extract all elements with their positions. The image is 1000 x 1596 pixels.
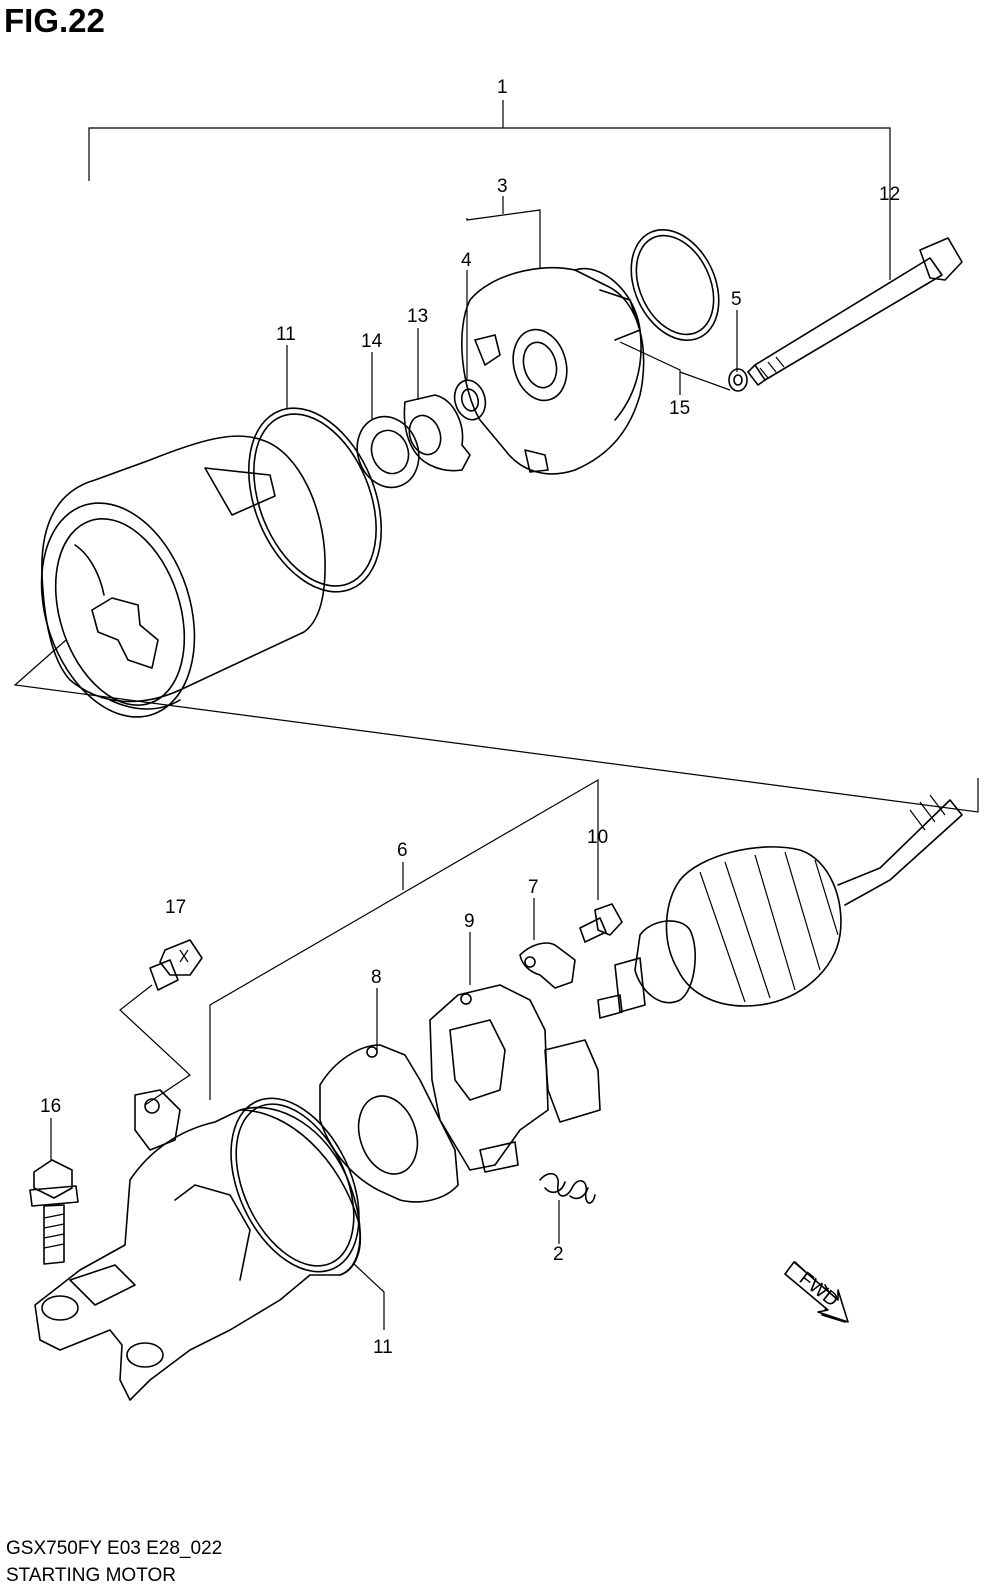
callout-5: 5 [731,289,742,310]
callout-12: 12 [879,184,900,205]
figure-title: FIG.22 [4,2,105,39]
brush-holder-9 [429,984,601,1173]
fwd-arrow-icon: FWD [784,1261,849,1323]
callout-6: 6 [397,840,408,861]
callout-2: 2 [553,1244,564,1265]
bolt-16 [29,1159,79,1265]
o-ring-bottom [230,1097,360,1273]
through-bolt-12 [747,237,963,386]
callout-14: 14 [361,331,383,352]
callout-13: 13 [407,306,428,327]
callout-17: 17 [165,897,186,918]
screw-17 [149,939,203,991]
callout-7: 7 [528,877,539,898]
armature [597,794,963,1019]
callout-1: 1 [497,77,508,98]
callout-16: 16 [40,1096,61,1117]
front-housing [34,1089,362,1401]
brush-plate-8 [319,1044,459,1203]
callout-8: 8 [371,967,382,988]
o-ring-top [247,407,383,593]
end-cover-3 [461,266,645,475]
callout-11-top: 11 [276,324,296,345]
callout-11-bottom: 11 [373,1337,393,1358]
starter-yoke-housing [40,435,326,718]
brush-7 [519,942,576,989]
diagram-name: STARTING MOTOR [6,1565,176,1586]
model-code: GSX750FY E03 E28_022 [6,1538,223,1559]
thrust-plate-13 [403,394,471,472]
callout-15: 15 [669,398,690,419]
spring-2 [539,1172,596,1204]
bearing-4 [453,379,487,421]
bolt-10 [579,903,623,943]
washer-5 [728,368,748,392]
o-ring-15 [630,228,720,342]
callout-4: 4 [461,250,472,271]
callout-9: 9 [464,911,475,932]
callout-labels: 1 2 3 4 5 6 7 8 9 10 11 12 13 14 15 16 1… [40,77,900,1358]
callout-10: 10 [587,827,608,848]
washer-14 [356,415,420,489]
callout-3: 3 [497,176,508,197]
leader-lines [13,100,979,1330]
